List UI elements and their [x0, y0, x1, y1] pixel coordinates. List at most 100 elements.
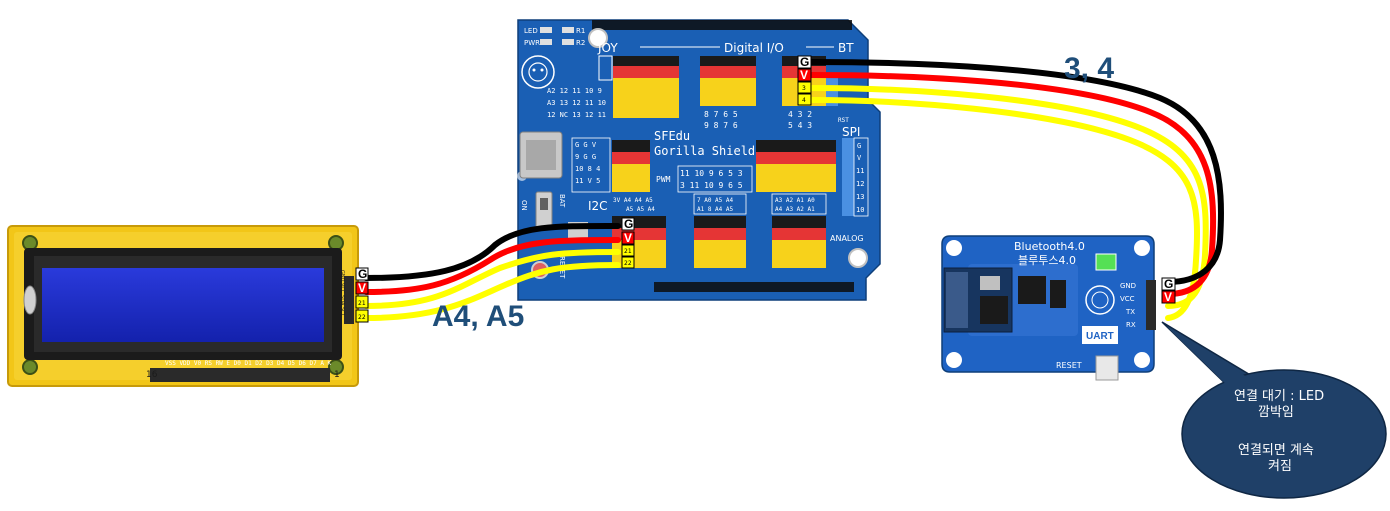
shield-r1-label: R1 [576, 27, 585, 35]
switch-on-label: ON [520, 200, 528, 211]
bt-header-tag-v: V [800, 68, 808, 82]
bt-uart-badge [1082, 326, 1118, 344]
shield-top-header [592, 20, 852, 30]
lcd-pin1-label: 1 [334, 370, 340, 380]
bt-subtitle: 블루투스4.0 [1018, 254, 1076, 267]
gorilla-shield: LED PWR R1 R2 JOY Digital I/O BT SPI A2 … [517, 19, 881, 301]
lcd-wires [363, 222, 621, 321]
bt-header-pin-tags: G V 3 4 [797, 55, 812, 106]
shield-spi-label: SPI [842, 125, 860, 139]
bt-pin-tx: TX [1125, 308, 1135, 316]
bt-row1: 4 3 2 [788, 110, 812, 119]
spi-pin-5: 13 [856, 193, 864, 201]
gv-row-3: 10 8 4 [575, 165, 600, 173]
i2c-tag-21: 21 [624, 248, 632, 255]
bt-gorilla-logo [1085, 285, 1115, 315]
shield-pwr-label: PWR [524, 39, 540, 47]
spi-pin-3: 11 [856, 167, 864, 175]
bt-pin-gnd: GND [1120, 282, 1136, 290]
bt-module-tag-v: V [1164, 290, 1172, 304]
shield-title-2: Gorilla Shield [654, 144, 755, 158]
lcd-pin-header: VSS VDD V0 RS RW E D0 D1 D2 D3 D4 D5 D6 … [146, 360, 340, 382]
lcd-wire-black [363, 222, 621, 281]
callout-line-4: 켜짐 [1268, 459, 1292, 474]
shield-joy-label: JOY [597, 41, 618, 55]
shield-title-1: SFEdu [654, 129, 690, 143]
mid-header-block [694, 216, 746, 268]
joy-row2: A3 13 12 11 10 [547, 99, 606, 107]
i2c-row1: 3V A4 A4 A5 [613, 197, 653, 204]
callout-line-2: 깜박임 [1258, 405, 1294, 420]
i2c-tag-22: 22 [624, 260, 632, 267]
i2c-row2: A5 A5 A4 [626, 206, 655, 213]
bt-reset-button[interactable] [1095, 355, 1119, 381]
analog-row1: A3 A2 A1 A0 [775, 197, 815, 204]
shield-led-label: LED [524, 27, 538, 35]
lcd-tag-21: 21 [358, 300, 366, 307]
bt-rst-label: RST [838, 117, 849, 124]
bt-row2: 5 4 3 [788, 121, 812, 130]
gv-row-4: 11 V 5 [575, 177, 600, 185]
joy-row3: 12 NC 13 12 11 [547, 111, 606, 119]
analog-header-block [772, 216, 826, 268]
lcd-tag-22: 22 [358, 314, 366, 321]
i2c-tag-v: V [624, 231, 632, 245]
digital-row1: 8 7 6 5 [704, 110, 738, 119]
i2c-pin-tags: G V 21 22 [621, 217, 635, 269]
lcd-wire-red [363, 237, 621, 295]
switch-bat-label: BAT [558, 194, 566, 208]
bt-pin-rx: RX [1126, 321, 1136, 329]
bt-reset-label: RESET [1056, 361, 1082, 370]
bt-module-tag-g: G [1164, 277, 1173, 291]
pwm-row2: 3 11 10 9 6 5 [680, 181, 743, 190]
pwm-header-block [756, 140, 836, 192]
lcd-pin-tags: G V 21 22 [355, 267, 369, 323]
bt-header-tag-g: G [800, 55, 809, 69]
analog-row2: A4 A3 A2 A1 [775, 206, 815, 213]
pwm-label: PWM [656, 175, 671, 184]
bt-pin-label: 3, 4 [1064, 52, 1114, 85]
lcd-tag-g: G [358, 267, 367, 281]
lcd-pin-labels: VSS VDD V0 RS RW E D0 D1 D2 D3 D4 D5 D6 … [165, 360, 332, 367]
shield-digital-label: Digital I/O [724, 41, 784, 55]
bt-status-led [1095, 253, 1117, 271]
digital-row2: 9 8 7 6 [704, 121, 738, 130]
lcd-module: VSS VDD V0 RS RW E D0 D1 D2 D3 D4 D5 D6 … [7, 225, 359, 387]
analog-label: ANALOG [830, 234, 864, 243]
spi-pin-2: V [857, 154, 862, 162]
digital-header-block [700, 56, 756, 106]
spi-header: G V 11 12 13 10 [842, 137, 869, 217]
spi-pin-4: 12 [856, 180, 864, 188]
spi-pin-6: 10 [856, 206, 864, 214]
gorilla-logo [521, 55, 555, 89]
mid-row2: A1 8 A4 A5 [697, 206, 734, 213]
lcd-wire-yellow-1 [363, 249, 621, 309]
mid-row1: 7 A0 A5 A4 [697, 197, 734, 204]
lcd-tag-v: V [358, 281, 366, 295]
shield-r2-label: R2 [576, 39, 585, 47]
bt-wire-black [809, 59, 1224, 285]
lcd-side-label: GND VCC SDA SCL [339, 270, 345, 317]
spi-pin-1: G [857, 142, 861, 150]
bt-pin-vcc: VCC [1120, 295, 1135, 303]
bluetooth-module: Bluetooth4.0 블루투스4.0 UART GND VCC TX RX … [941, 235, 1156, 381]
joy-header-block [613, 56, 679, 118]
lcd-wire-yellow-2 [363, 262, 621, 321]
callout-line-1: 연결 대기 : LED [1234, 389, 1324, 404]
i2c-tag-g: G [624, 217, 633, 231]
lcd-pin16-label: 16 [146, 370, 158, 380]
gv-row-1: G G V [575, 141, 597, 149]
bt-module-pin-tags: G V [1161, 277, 1176, 304]
shield-bt-label: BT [838, 41, 854, 55]
pwm-row1: 11 10 9 6 5 3 [680, 169, 743, 178]
gv-header-block [612, 140, 650, 192]
lcd-pin-label: A4, A5 [432, 300, 524, 333]
joy-row1: A2 12 11 10 9 [547, 87, 602, 95]
bt-uart-label: UART [1086, 331, 1114, 342]
callout-line-3: 연결되면 계속 [1238, 443, 1314, 458]
bt-title: Bluetooth4.0 [1014, 240, 1085, 253]
led-callout: 연결 대기 : LED 깜박임 연결되면 계속 켜짐 [1161, 321, 1387, 499]
i2c-label: I2C [588, 199, 608, 213]
bt-header-tag-4: 4 [802, 97, 806, 104]
